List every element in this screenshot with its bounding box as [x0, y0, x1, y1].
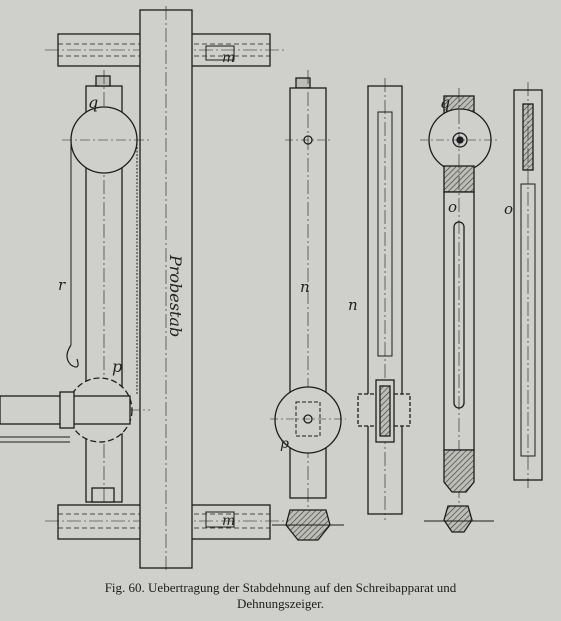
label-q-right: q: [440, 93, 450, 112]
left-assembly: [0, 6, 285, 570]
label-n-mid: n: [300, 278, 310, 296]
narrow-bar: [357, 78, 411, 520]
indicator-bar: [513, 82, 543, 488]
pulley-tube: [420, 88, 500, 533]
label-m-top: m: [222, 50, 235, 66]
label-n-right: n: [348, 296, 358, 314]
label-p-left: p: [112, 357, 122, 376]
label-o-mid: o: [448, 198, 457, 216]
left-labels: m m q r p Probestab: [58, 50, 235, 529]
technical-drawing: m m q r p Probestab n p n: [0, 6, 543, 570]
indicator-bar-labels: o: [504, 200, 513, 218]
narrow-bar-labels: n: [348, 296, 358, 314]
label-probestab: Probestab: [166, 254, 185, 337]
label-q-left: q: [88, 93, 98, 112]
caption-line-1: Fig. 60. Uebertragung der Stabdehnung au…: [104, 580, 457, 595]
label-p-mid: p: [280, 436, 289, 452]
middle-tube: [270, 70, 346, 541]
caption-line-2: Dehnungszeiger.: [236, 596, 324, 611]
label-r-left: r: [58, 276, 66, 294]
label-o-right: o: [504, 200, 513, 218]
figure-caption: Fig. 60. Uebertragung der Stabdehnung au…: [0, 580, 561, 612]
label-m-bottom: m: [222, 513, 235, 529]
pulley-tube-labels: q o: [440, 93, 457, 216]
middle-labels: n p: [280, 278, 310, 452]
